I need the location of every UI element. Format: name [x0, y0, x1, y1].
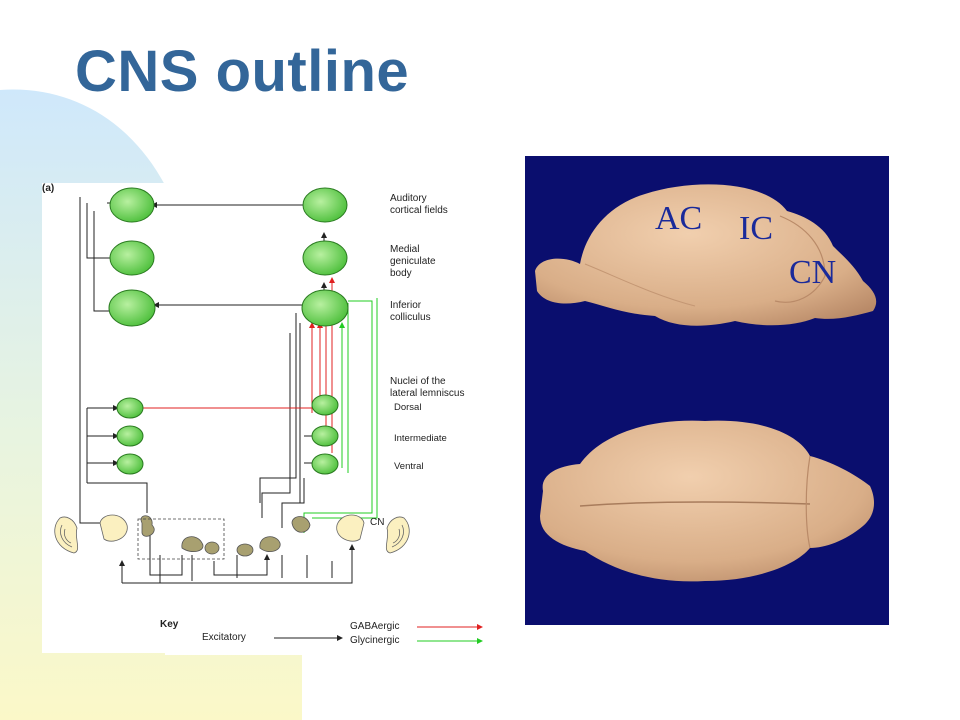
brain-photograph: AC IC CN — [525, 156, 889, 625]
label-cn-photo: CN — [789, 254, 837, 291]
label-nuclei-lateral-lemniscus: Nuclei of the lateral lemniscus — [390, 376, 465, 399]
nucleus-inll-left — [116, 425, 144, 447]
nuclei — [108, 187, 349, 475]
key-title: Key — [160, 619, 179, 630]
auditory-pathway-diagram: (a) Auditory cortical fields Medial geni… — [42, 183, 500, 653]
key-gabaergic: GABAergic — [350, 621, 400, 632]
nucleus-dnll-left — [116, 397, 144, 419]
nucleus-ic-left — [108, 289, 156, 327]
nucleus-mgb-left — [109, 240, 155, 276]
nucleus-cortex-left — [109, 187, 155, 223]
medial-soc-box — [137, 518, 225, 560]
key-excitatory: Excitatory — [202, 632, 246, 643]
cochlea-right — [385, 516, 410, 554]
label-ventral: Ventral — [394, 461, 424, 472]
cn-left — [99, 514, 128, 542]
cn-right — [336, 514, 365, 542]
glycinergic-pathways — [303, 298, 378, 533]
label-intermediate: Intermediate — [394, 433, 447, 444]
brain-dorsal-view — [540, 420, 875, 582]
nucleus-inll-right — [311, 425, 339, 447]
superior-olivary-complex — [140, 515, 311, 557]
cochlea-left — [54, 516, 79, 554]
label-dorsal: Dorsal — [394, 402, 422, 413]
nucleus-dnll-right — [311, 394, 339, 416]
label-auditory-cortical-fields: Auditory cortical fields — [390, 193, 448, 216]
nucleus-ic-right — [301, 289, 349, 327]
label-medial-geniculate-body: Medial geniculate body — [390, 244, 436, 279]
nucleus-vnll-left — [116, 453, 144, 475]
key-swatches — [274, 624, 483, 644]
panel-label: (a) — [42, 183, 55, 194]
label-cn-diagram: CN — [370, 517, 385, 528]
pathway-svg — [54, 187, 483, 644]
slide-title: CNS outline — [75, 39, 410, 104]
nucleus-cortex-right — [302, 187, 348, 223]
key-glycinergic: Glycinergic — [350, 635, 400, 646]
label-ic: IC — [739, 210, 773, 247]
label-inferior-colliculus: Inferior colliculus — [390, 300, 431, 323]
nucleus-vnll-right — [311, 453, 339, 475]
brain-lateral-view — [535, 184, 877, 326]
brainstem-structures — [54, 514, 410, 560]
brain-photo-svg — [535, 184, 877, 582]
nucleus-mgb-right — [302, 240, 348, 276]
label-ac: AC — [655, 200, 703, 237]
